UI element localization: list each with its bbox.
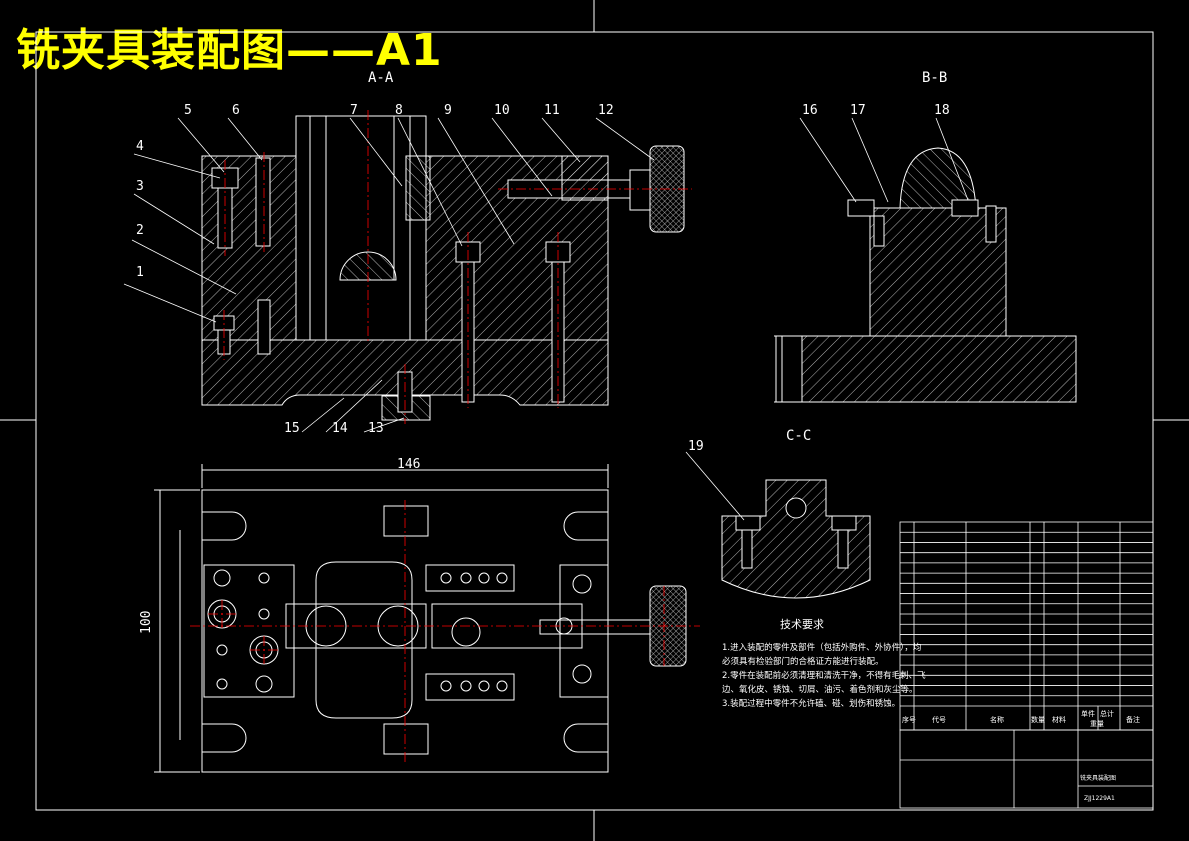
bom-header-single: 单件 — [1081, 709, 1095, 718]
bom-header-seq: 序号 — [902, 715, 916, 724]
note-line: 必须具有检验部门的合格证方能进行装配。 — [722, 656, 884, 667]
note-line: 3.装配过程中零件不允许磕、碰、划伤和锈蚀。 — [722, 698, 900, 709]
section-label-cc: C-C — [786, 428, 811, 444]
part-number: 18 — [934, 103, 950, 118]
part-number: 8 — [395, 103, 403, 118]
part-number: 11 — [544, 103, 560, 118]
drawing-title: 铣夹具装配图——A1 — [16, 25, 443, 76]
part-number: 12 — [598, 103, 614, 118]
part-number: 9 — [444, 103, 452, 118]
title-block: 铣夹具装配图 ZJJ1229A1 — [1080, 774, 1116, 802]
title-block-number: ZJJ1229A1 — [1084, 795, 1115, 802]
note-line: 边、氧化皮、锈蚀、切屑、油污、着色剂和灰尘等。 — [722, 684, 918, 695]
bom-header-material: 材料 — [1052, 715, 1066, 724]
top-view — [154, 464, 687, 773]
part-number: 2 — [136, 223, 144, 238]
bom-header-name: 名称 — [990, 715, 1004, 724]
part-number: 4 — [136, 139, 144, 154]
part-number: 13 — [368, 421, 384, 436]
notes-heading: 技术要求 — [780, 618, 824, 631]
section-view-cc — [721, 479, 871, 599]
part-number: 14 — [332, 421, 348, 436]
section-view-aa — [201, 115, 685, 421]
bom-header-total: 总计 — [1100, 709, 1114, 718]
centerlines-aa — [223, 110, 692, 424]
part-number: 1 — [136, 265, 144, 280]
part-number: 5 — [184, 103, 192, 118]
part-number: 17 — [850, 103, 866, 118]
section-view-bb — [774, 147, 1077, 403]
dimension-height: 100 — [139, 611, 154, 634]
bom-header-remark: 备注 — [1126, 715, 1140, 724]
dimension-width: 146 — [397, 457, 420, 472]
part-number-labels: 1 2 3 4 5 6 7 8 9 10 11 12 13 14 15 16 1… — [136, 103, 950, 454]
note-line: 2.零件在装配前必须清理和清洗干净，不得有毛刺、飞 — [722, 670, 926, 681]
note-line: 1.进入装配的零件及部件（包括外购件、外协件），均 — [722, 642, 921, 653]
section-label-aa: A-A — [368, 70, 394, 86]
bom-header-qty: 数量 — [1031, 715, 1045, 724]
part-number: 15 — [284, 421, 300, 436]
bom-header-weight: 重量 — [1090, 720, 1104, 728]
bom-header-code: 代号 — [932, 715, 946, 724]
bom-header: 序号 代号 名称 数量 材料 单件 总计 重量 备注 — [902, 709, 1140, 728]
part-number: 19 — [688, 439, 704, 454]
part-number: 10 — [494, 103, 510, 118]
title-block-name: 铣夹具装配图 — [1080, 774, 1116, 782]
technical-notes: 技术要求 1.进入装配的零件及部件（包括外购件、外协件），均 必须具有检验部门的… — [722, 618, 926, 709]
part-number: 6 — [232, 103, 240, 118]
bom-table — [899, 521, 1154, 809]
part-number: 3 — [136, 179, 144, 194]
part-number: 16 — [802, 103, 818, 118]
section-label-bb: B-B — [922, 70, 947, 86]
centerlines-top — [190, 500, 700, 764]
leader-lines — [123, 117, 969, 521]
part-number: 7 — [350, 103, 358, 118]
